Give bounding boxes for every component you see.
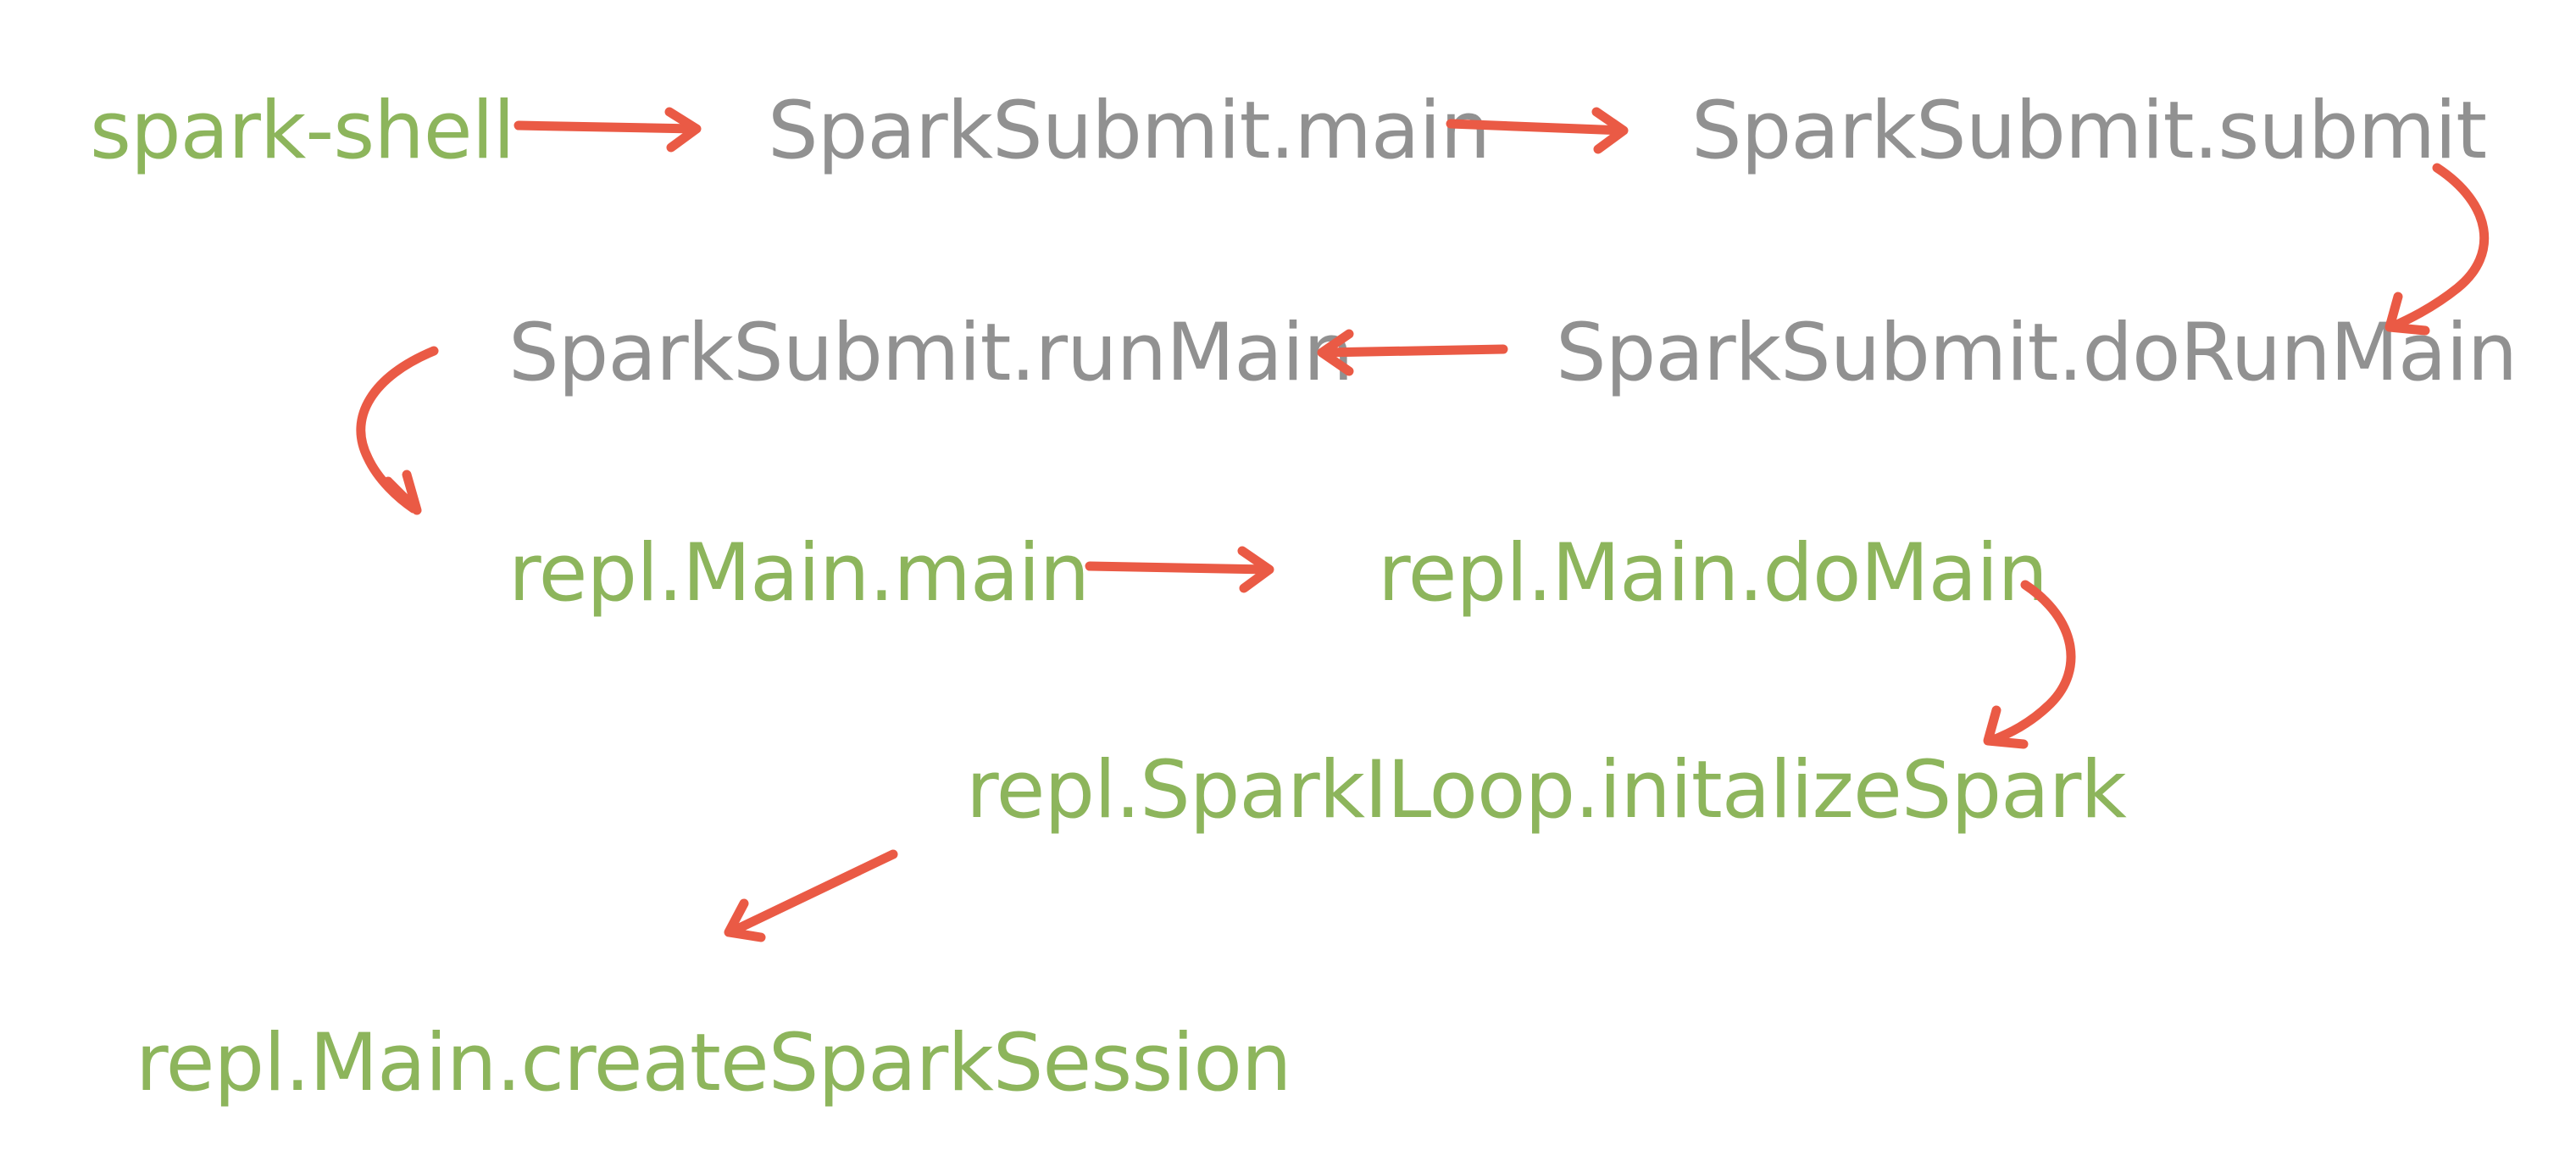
node-spark-shell: spark-shell [90,85,515,177]
node-repl-sparkiloop-initalizespark: repl.SparkILoop.initalizeSpark [966,744,2127,836]
arrow-repl-main-main-to-repl-main-domain [1085,546,1274,593]
node-sparksubmit-main: SparkSubmit.main [768,85,1491,177]
arrow-sparksubmit-runmain-to-repl-main-main [356,346,439,515]
node-sparksubmit-runmain: SparkSubmit.runMain [508,307,1354,399]
node-sparksubmit-dorunmain: SparkSubmit.doRunMain [1556,307,2518,399]
node-repl-main-main: repl.Main.main [508,527,1090,620]
node-sparksubmit-submit: SparkSubmit.submit [1691,85,2487,177]
node-repl-main-domain: repl.Main.doMain [1378,527,2048,620]
arrow-spark-shell-to-sparksubmit-main [514,107,702,153]
node-repl-main-createsparksession: repl.Main.createSparkSession [136,1017,1291,1109]
arrow-repl-sparkiloop-initalizespark-to-repl-main-createsparksession [724,849,898,942]
